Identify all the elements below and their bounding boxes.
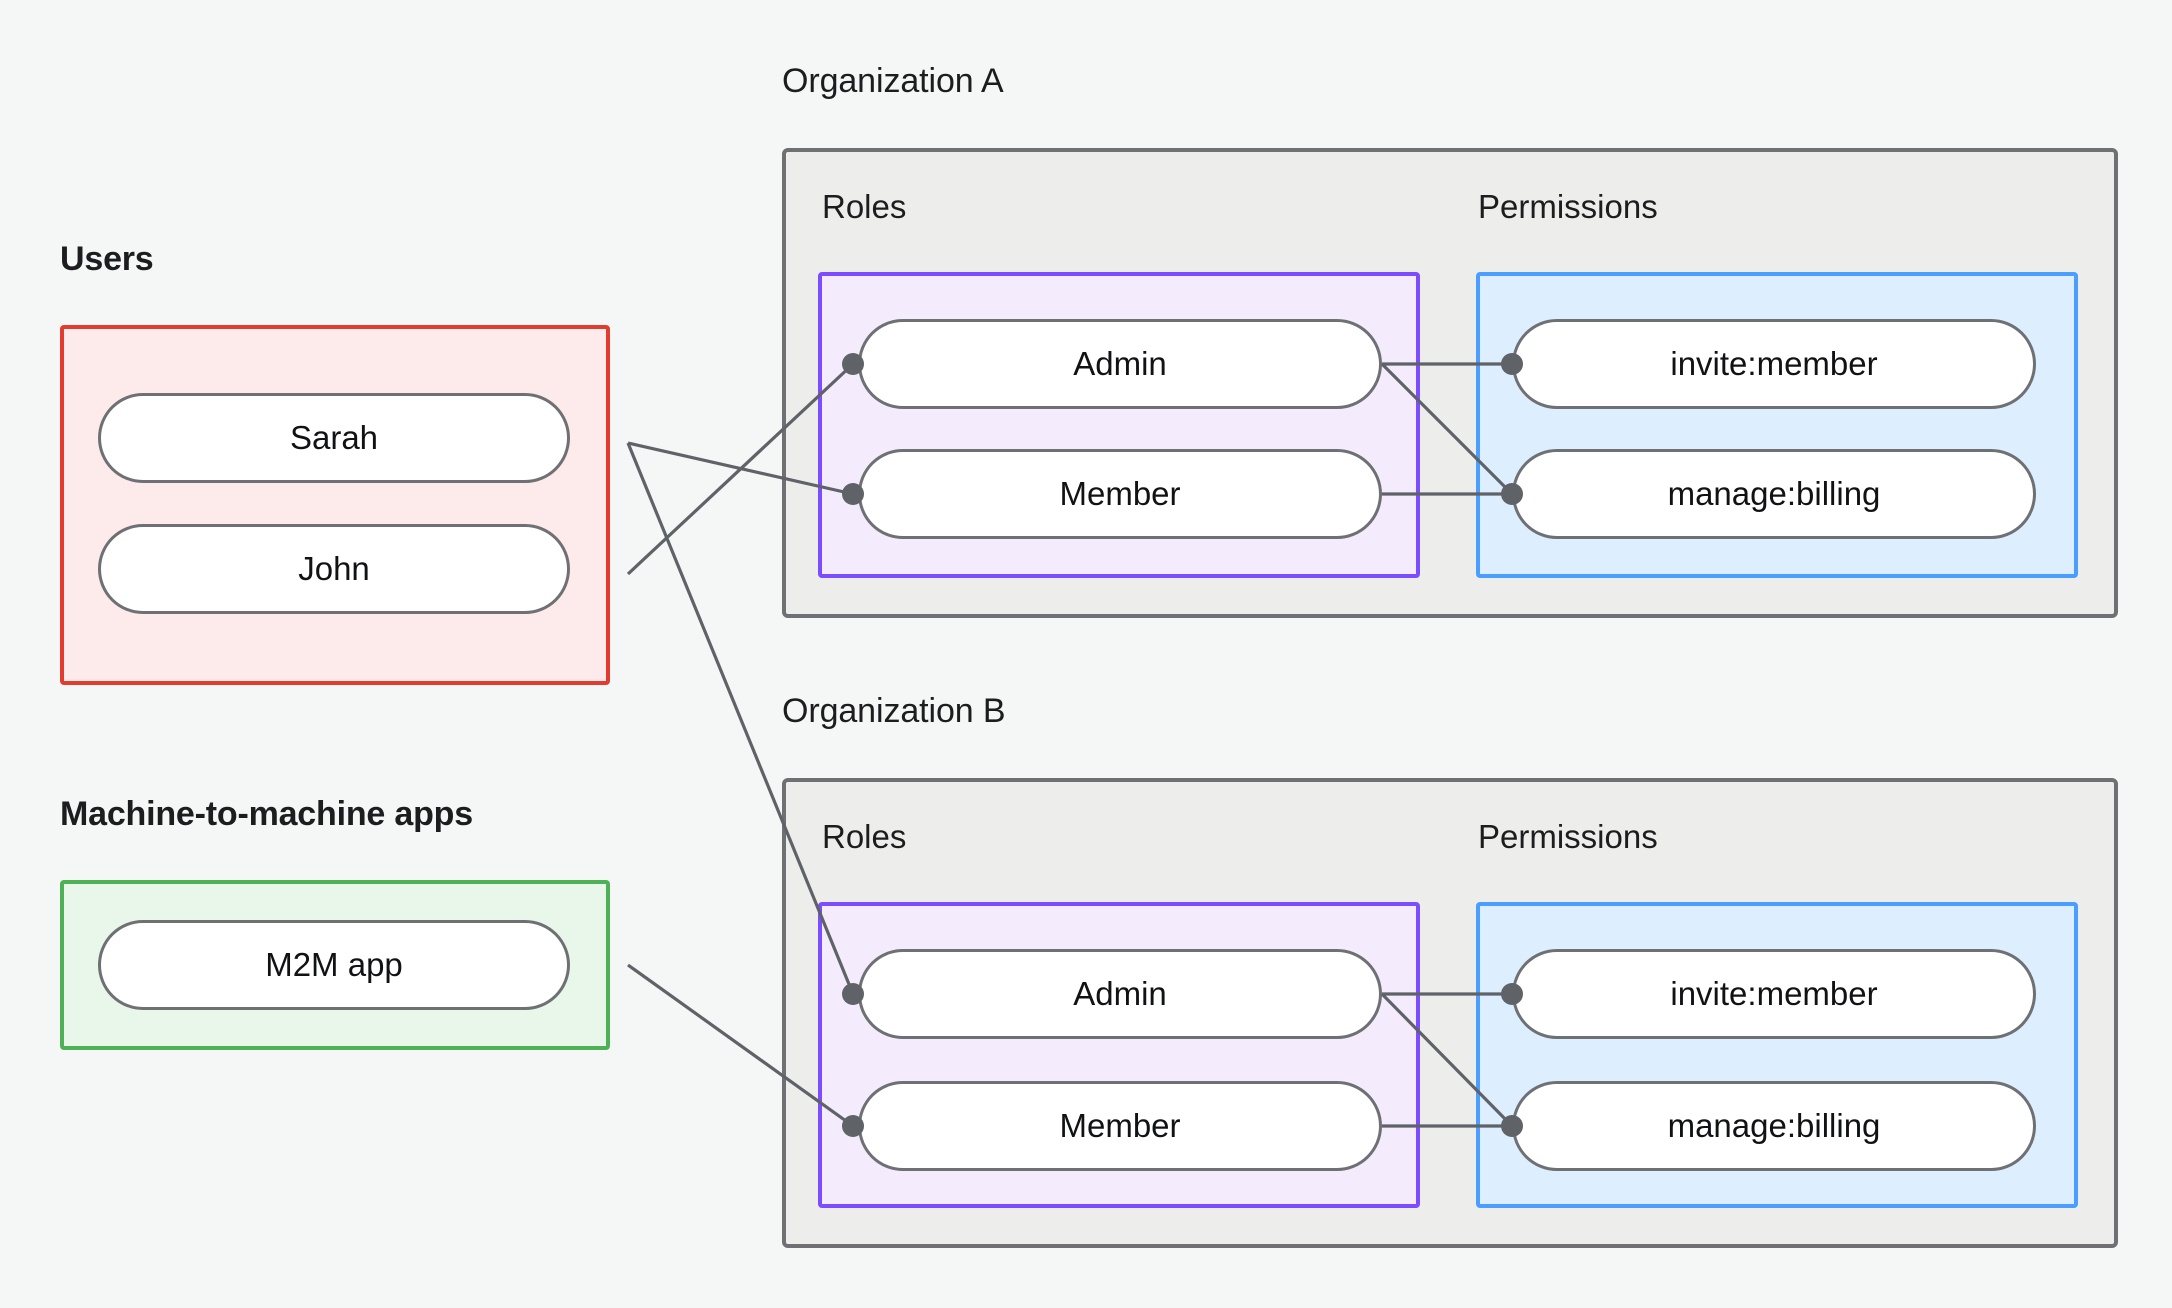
users-group-title: Users	[60, 240, 154, 278]
org-a-permissions-title: Permissions	[1478, 188, 1658, 225]
org-a-roles-title: Roles	[822, 188, 907, 225]
users-group-box	[60, 325, 610, 685]
org-a-permission-manage-billing[interactable]: manage:billing	[1512, 449, 2036, 539]
org-b-permission-manage-billing[interactable]: manage:billing	[1512, 1081, 2036, 1171]
org-b-permission-invite-member[interactable]: invite:member	[1512, 949, 2036, 1039]
org-b-permissions-title: Permissions	[1478, 818, 1658, 855]
org-b-title: Organization B	[782, 692, 1006, 730]
org-a-role-admin[interactable]: Admin	[858, 319, 1382, 409]
org-b-role-admin[interactable]: Admin	[858, 949, 1382, 1039]
org-b-role-member[interactable]: Member	[858, 1081, 1382, 1171]
org-a-title: Organization A	[782, 62, 1004, 100]
org-a-permission-invite-member[interactable]: invite:member	[1512, 319, 2036, 409]
org-a-role-member[interactable]: Member	[858, 449, 1382, 539]
m2m-group-title: Machine-to-machine apps	[60, 795, 473, 833]
org-b-roles-title: Roles	[822, 818, 907, 855]
user-node-sarah[interactable]: Sarah	[98, 393, 570, 483]
user-node-john[interactable]: John	[98, 524, 570, 614]
m2m-node-app[interactable]: M2M app	[98, 920, 570, 1010]
